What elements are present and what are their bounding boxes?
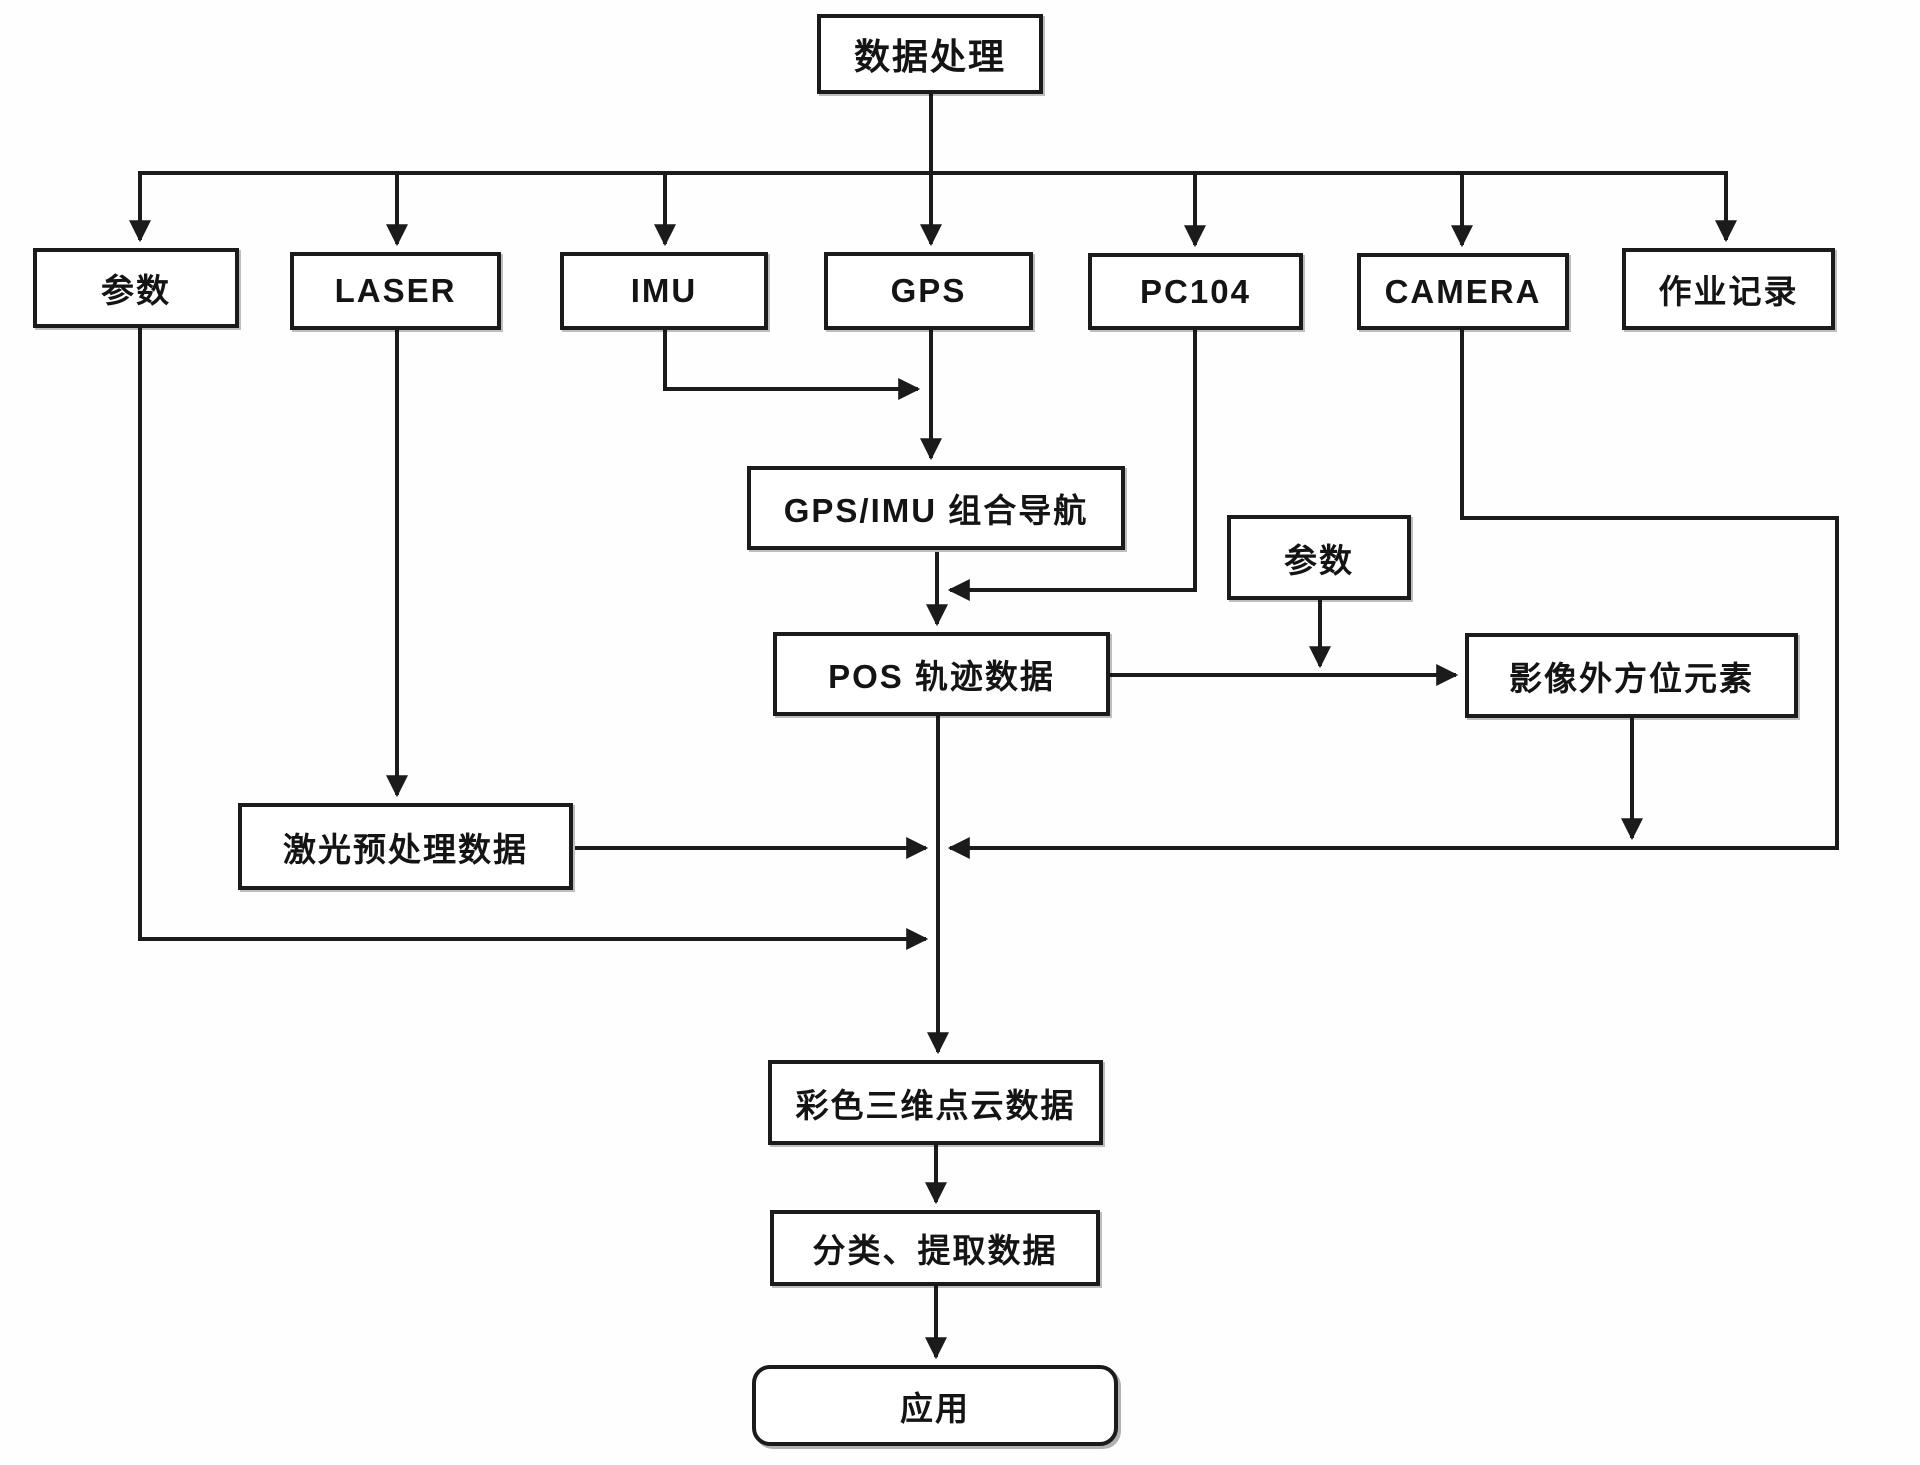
- node-classify-extract: 分类、提取数据: [770, 1210, 1100, 1286]
- node-data-processing: 数据处理: [817, 14, 1043, 94]
- node-label: PC104: [1140, 272, 1251, 310]
- node-label: POS 轨迹数据: [828, 658, 1055, 695]
- node-pc104: PC104: [1088, 253, 1303, 330]
- edge-params-left-merge: [138, 328, 929, 950]
- node-camera: CAMERA: [1357, 253, 1569, 330]
- node-label: GPS/IMU 组合导航: [783, 492, 1089, 529]
- edge-imu-to-gps-line: [663, 330, 921, 400]
- node-image-exterior: 影像外方位元素: [1465, 633, 1798, 718]
- node-label: 参数: [1284, 541, 1354, 579]
- node-laser-preprocessed: 激光预处理数据: [238, 803, 573, 890]
- node-label: 参数: [101, 272, 171, 309]
- node-label: 影像外方位元素: [1509, 659, 1754, 697]
- node-label: 彩色三维点云数据: [795, 1086, 1076, 1124]
- node-imu: IMU: [560, 252, 768, 330]
- edge-camera-long-path: [947, 330, 1839, 859]
- node-label: 数据处理: [853, 36, 1006, 77]
- node-params-left: 参数: [33, 248, 239, 328]
- node-job-record: 作业记录: [1622, 248, 1835, 330]
- node-label: LASER: [334, 272, 457, 309]
- node-label: IMU: [630, 272, 698, 309]
- node-label: 应用: [900, 1389, 970, 1427]
- node-label: GPS: [890, 272, 967, 309]
- edge-pc104-merge: [947, 330, 1197, 601]
- node-color-pointcloud: 彩色三维点云数据: [768, 1060, 1103, 1145]
- node-params-right: 参数: [1227, 515, 1411, 600]
- node-pos-track: POS 轨迹数据: [773, 632, 1110, 716]
- node-label: 作业记录: [1658, 273, 1799, 310]
- node-label: 激光预处理数据: [283, 830, 528, 868]
- node-laser: LASER: [290, 252, 501, 330]
- node-application: 应用: [752, 1365, 1118, 1446]
- node-gps-imu-nav: GPS/IMU 组合导航: [747, 466, 1125, 550]
- node-label: 分类、提取数据: [812, 1232, 1058, 1269]
- node-gps: GPS: [824, 252, 1033, 330]
- node-label: CAMERA: [1384, 272, 1542, 310]
